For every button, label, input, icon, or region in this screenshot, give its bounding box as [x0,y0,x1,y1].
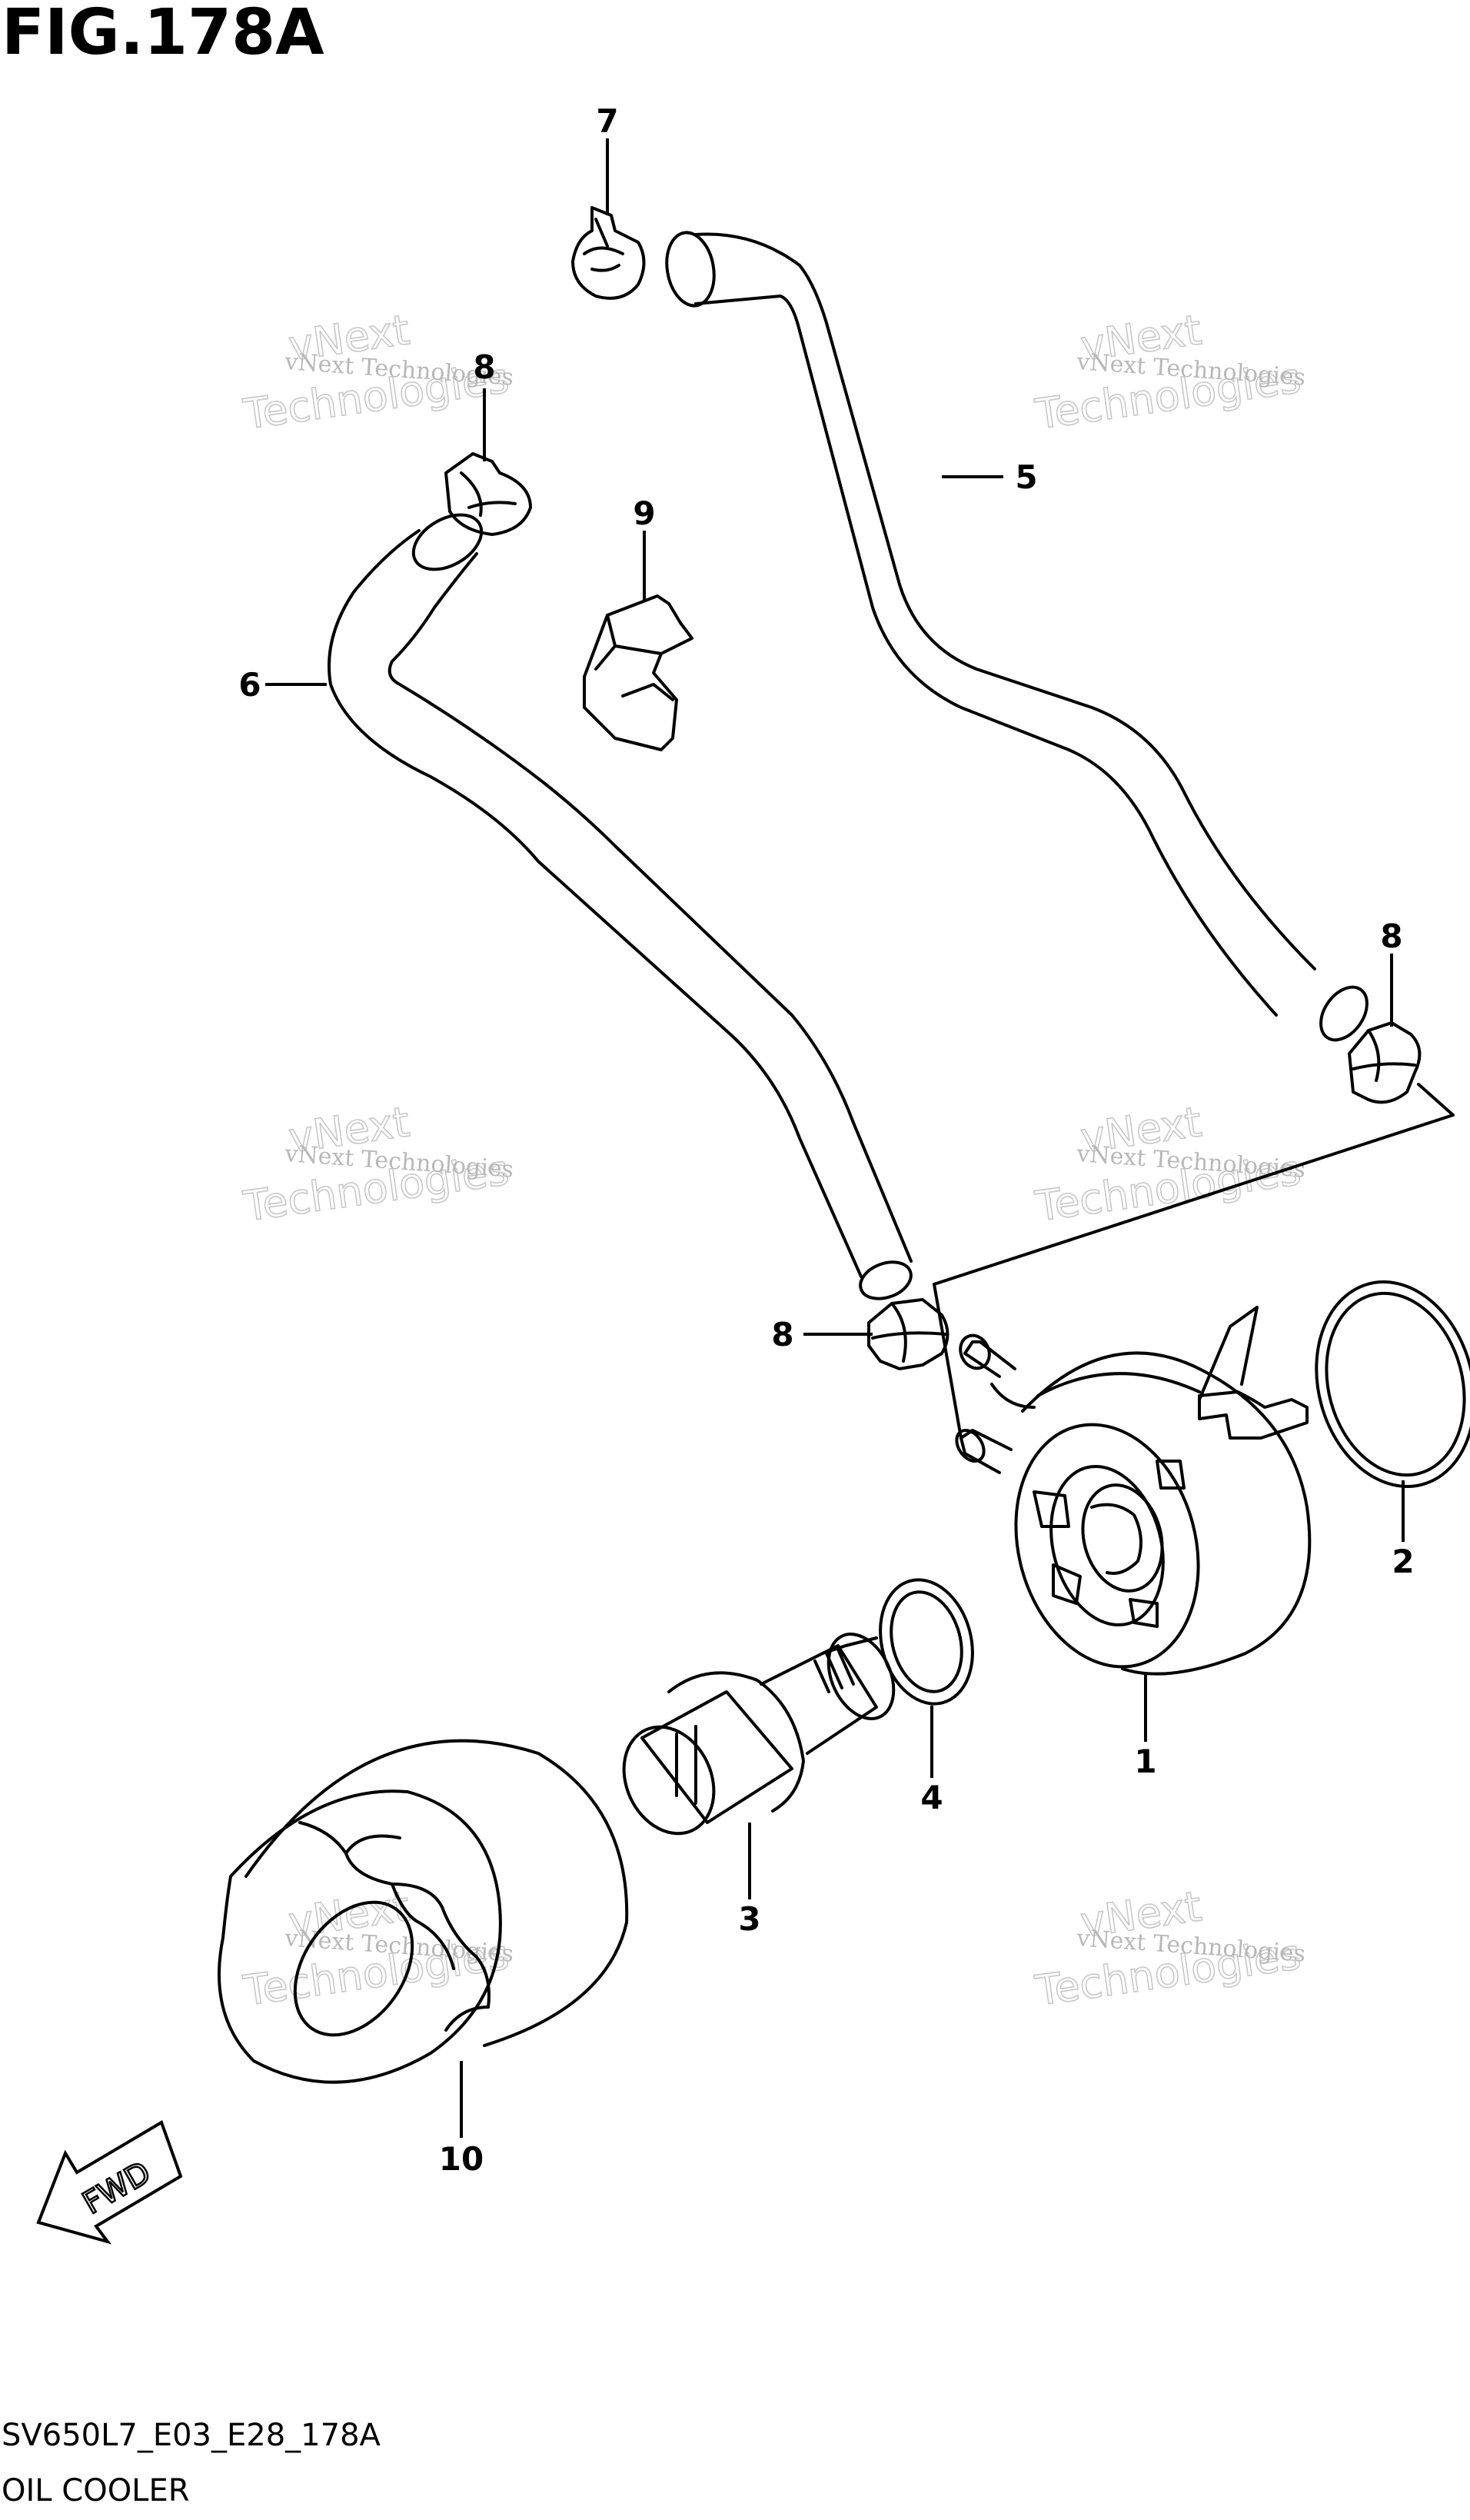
oil-filter-part-10[interactable] [218,1739,629,2084]
figure-title: FIG.178A [2,0,324,69]
callout-4[interactable]: 4 [920,1779,943,1816]
callout-1[interactable]: 1 [1134,1743,1156,1780]
callout-8-right[interactable]: 8 [1380,917,1402,955]
connection-line [933,1083,1455,1440]
figure-code: SV650L7_E03_E28_178A [2,2418,381,2453]
o-ring-part-4[interactable] [867,1570,986,1714]
hose-part-6[interactable] [328,504,916,1305]
forward-direction-arrow: FWD [36,2120,183,2245]
hose-clamp-part-7[interactable] [571,206,646,300]
callout-5[interactable]: 5 [1015,458,1037,496]
hose-clamp-part-8-right[interactable] [1348,1021,1422,1104]
callout-8-lower[interactable]: 8 [771,1316,793,1353]
callout-labels: 7 8 9 5 6 8 8 2 1 4 3 10 [238,102,1414,2178]
hose-clamp-part-8-lower[interactable] [867,1298,950,1370]
hose-clamp-part-8-top[interactable] [444,452,532,536]
callout-9[interactable]: 9 [633,494,655,532]
o-ring-part-2[interactable] [1294,1264,1470,1505]
callout-10[interactable]: 10 [439,2140,484,2178]
hose-part-5[interactable] [661,229,1376,1049]
callout-8-top[interactable]: 8 [473,348,495,386]
union-bolt-part-3[interactable] [607,1623,906,1848]
callout-2[interactable]: 2 [1392,1543,1414,1580]
oil-cooler-part-1[interactable] [951,1306,1312,1687]
figure-name: OIL COOLER [2,2473,190,2508]
bracket-part-9[interactable] [583,594,693,751]
callout-6[interactable]: 6 [238,666,261,704]
callout-3[interactable]: 3 [738,1900,760,1938]
callout-7[interactable]: 7 [596,102,618,140]
leader-lines [265,138,1405,2138]
